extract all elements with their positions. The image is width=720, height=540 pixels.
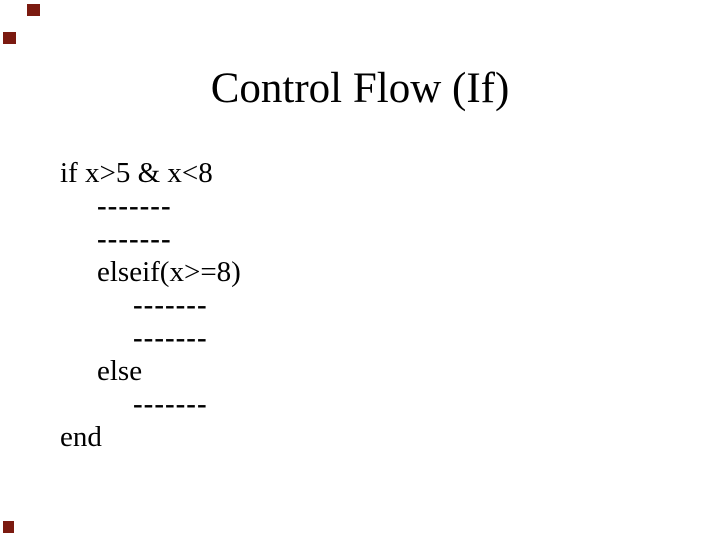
scan-artifact-mark	[3, 32, 16, 44]
code-line: else	[97, 355, 143, 387]
code-block: if x>5 & x<8--------------elseif(x>=8)--…	[0, 157, 720, 454]
code-line: end	[60, 421, 102, 453]
code-line-dashes: -------	[97, 190, 172, 222]
code-line-dashes: -------	[133, 289, 208, 321]
code-line-dashes: -------	[97, 223, 172, 255]
code-line: elseif(x>=8)	[97, 256, 241, 288]
code-line-dashes: -------	[133, 322, 208, 354]
scan-artifact-mark	[27, 4, 40, 16]
code-line-dashes: -------	[133, 388, 208, 420]
code-line: if x>5 & x<8	[60, 157, 213, 189]
scan-artifact-mark	[3, 521, 14, 533]
slide-title: Control Flow (If)	[210, 65, 510, 112]
